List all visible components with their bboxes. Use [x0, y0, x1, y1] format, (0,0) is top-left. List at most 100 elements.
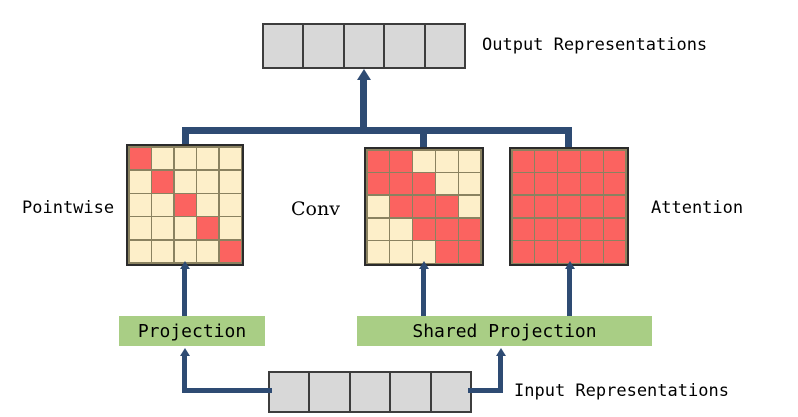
- matrix-cell: [219, 147, 241, 170]
- output-token-cell: [385, 25, 426, 67]
- matrix-cell: [413, 195, 435, 218]
- matrix-cell: [174, 194, 196, 216]
- output-token-cell: [344, 25, 386, 67]
- shared-projection-feed-connector: [498, 356, 503, 361]
- pointwise-label: Pointwise: [22, 198, 115, 218]
- matrix-cell: [390, 218, 412, 240]
- matrix-cell: [436, 218, 458, 240]
- matrix-cell: [367, 150, 389, 172]
- merge-stem-connector: [360, 80, 367, 130]
- matrix-cell: [413, 218, 435, 240]
- input-token-cell: [431, 373, 471, 411]
- pointwise-input-connector: [182, 268, 187, 318]
- projection-box[interactable]: Projection: [119, 316, 265, 346]
- input-token-cell: [391, 373, 432, 411]
- merge-drop-attention: [565, 127, 572, 149]
- matrix-cell: [581, 195, 603, 218]
- merge-arrow-icon: [356, 69, 371, 80]
- input-right-v-connector: [498, 356, 503, 390]
- matrix-cell: [558, 195, 580, 218]
- matrix-cell: [197, 194, 218, 216]
- matrix-cell: [219, 217, 241, 240]
- matrix-cell: [367, 173, 389, 195]
- matrix-cell: [413, 241, 435, 263]
- matrix-cell: [604, 241, 626, 263]
- matrix-cell: [581, 241, 603, 263]
- conv-matrix: [364, 147, 484, 266]
- merge-bar-connector: [182, 127, 572, 134]
- pointwise-input-arrow-icon: [179, 261, 190, 269]
- matrix-cell: [436, 241, 458, 263]
- shared-projection-input-arrow-icon: [495, 348, 506, 356]
- matrix-cell: [535, 150, 557, 172]
- merge-drop-pointwise: [182, 127, 189, 149]
- matrix-cell: [219, 194, 241, 216]
- matrix-cell: [129, 217, 151, 240]
- matrix-cell: [558, 173, 580, 195]
- projection-input-arrow-icon: [179, 348, 190, 356]
- matrix-cell: [219, 170, 241, 193]
- matrix-cell: [535, 195, 557, 218]
- output-token-cell: [304, 25, 345, 67]
- matrix-cell: [174, 240, 196, 263]
- matrix-cell: [512, 173, 534, 195]
- matrix-cell: [459, 241, 481, 263]
- matrix-cell: [152, 194, 173, 216]
- conv-input-arrow-icon: [418, 261, 429, 269]
- matrix-cell: [219, 240, 241, 263]
- matrix-cell: [152, 240, 173, 263]
- matrix-cell: [459, 150, 481, 172]
- output-representations-vector: [262, 23, 466, 69]
- matrix-cell: [390, 241, 412, 263]
- matrix-cell: [512, 241, 534, 263]
- matrix-cell: [535, 241, 557, 263]
- matrix-cell: [604, 195, 626, 218]
- matrix-cell: [367, 241, 389, 263]
- matrix-cell: [197, 170, 218, 193]
- matrix-cell: [152, 217, 173, 240]
- matrix-cell: [512, 150, 534, 172]
- merge-drop-conv: [420, 127, 427, 149]
- matrix-cell: [558, 150, 580, 172]
- matrix-cell: [174, 170, 196, 193]
- matrix-cell: [152, 170, 173, 193]
- matrix-cell: [197, 147, 218, 170]
- matrix-cell: [390, 150, 412, 172]
- shared-projection-box[interactable]: Shared Projection: [357, 316, 652, 346]
- matrix-cell: [604, 218, 626, 240]
- matrix-cell: [367, 218, 389, 240]
- matrix-cell: [512, 195, 534, 218]
- matrix-cell: [174, 217, 196, 240]
- matrix-cell: [581, 150, 603, 172]
- matrix-cell: [512, 218, 534, 240]
- matrix-cell: [413, 150, 435, 172]
- input-representations-vector: [268, 371, 472, 413]
- input-token-cell: [310, 373, 351, 411]
- input-right-h-connector: [468, 388, 503, 393]
- matrix-cell: [604, 150, 626, 172]
- output-token-cell: [264, 25, 305, 67]
- attention-input-arrow-icon: [564, 261, 575, 269]
- matrix-cell: [581, 173, 603, 195]
- matrix-cell: [129, 194, 151, 216]
- matrix-cell: [197, 217, 218, 240]
- attention-label: Attention: [651, 198, 744, 218]
- matrix-cell: [558, 218, 580, 240]
- pointwise-matrix: [126, 144, 244, 266]
- input-left-v-connector: [182, 356, 187, 390]
- matrix-cell: [604, 173, 626, 195]
- matrix-cell: [390, 173, 412, 195]
- conv-input-connector: [421, 268, 426, 318]
- conv-label: Conv: [291, 198, 340, 220]
- input-token-cell: [350, 373, 392, 411]
- matrix-cell: [390, 195, 412, 218]
- attention-input-connector: [567, 268, 572, 318]
- matrix-cell: [129, 240, 151, 263]
- matrix-cell: [436, 173, 458, 195]
- matrix-cell: [129, 147, 151, 170]
- attention-matrix: [509, 147, 629, 266]
- matrix-cell: [535, 173, 557, 195]
- matrix-cell: [535, 218, 557, 240]
- input-representations-label: Input Representations: [514, 381, 729, 401]
